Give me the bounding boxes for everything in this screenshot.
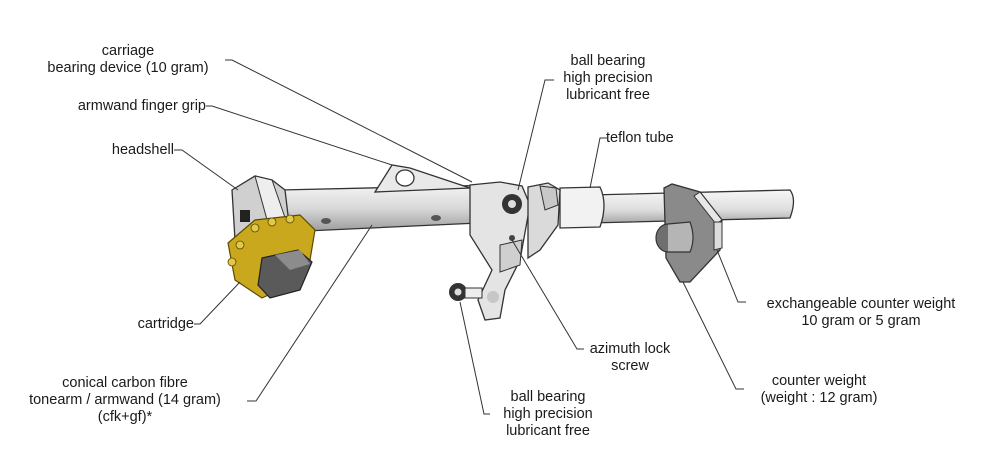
leader-headshell xyxy=(174,149,239,191)
label-finger-grip: armwand finger grip xyxy=(77,98,206,114)
label-ball-bearing-bottom: ball bearing high precision lubricant fr… xyxy=(503,389,593,439)
leader-azimuth xyxy=(511,239,584,350)
label-headshell: headshell xyxy=(111,142,174,158)
leader-exch-counter-weight xyxy=(716,249,746,303)
label-armwand: conical carbon fibre tonearm / armwand (… xyxy=(29,375,221,425)
leader-counter-weight xyxy=(682,281,744,390)
leader-carriage xyxy=(225,59,473,183)
cartridge xyxy=(227,214,316,299)
counter-weight xyxy=(655,183,723,283)
leader-teflon-tube xyxy=(589,137,607,189)
label-carriage: carriage bearing device (10 gram) xyxy=(47,43,209,76)
finger-grip xyxy=(373,164,471,193)
leader-ball-bearing-top xyxy=(517,79,554,191)
label-ball-bearing-top: ball bearing high precision lubricant fr… xyxy=(563,53,653,103)
label-teflon-tube: teflon tube xyxy=(606,130,674,146)
label-counter-weight: counter weight (weight : 12 gram) xyxy=(760,373,878,406)
carriage-block xyxy=(449,181,561,321)
label-exch-counter-weight: exchangeable counter weight 10 gram or 5… xyxy=(766,296,956,329)
leader-armwand xyxy=(247,224,373,402)
leader-ball-bearing-bottom xyxy=(459,301,490,415)
leader-cartridge xyxy=(194,281,241,325)
label-cartridge: cartridge xyxy=(137,316,194,332)
leader-lines xyxy=(174,59,746,415)
teflon-tube xyxy=(559,186,605,229)
leader-finger-grip xyxy=(206,105,393,166)
label-azimuth: azimuth lock screw xyxy=(589,341,671,374)
